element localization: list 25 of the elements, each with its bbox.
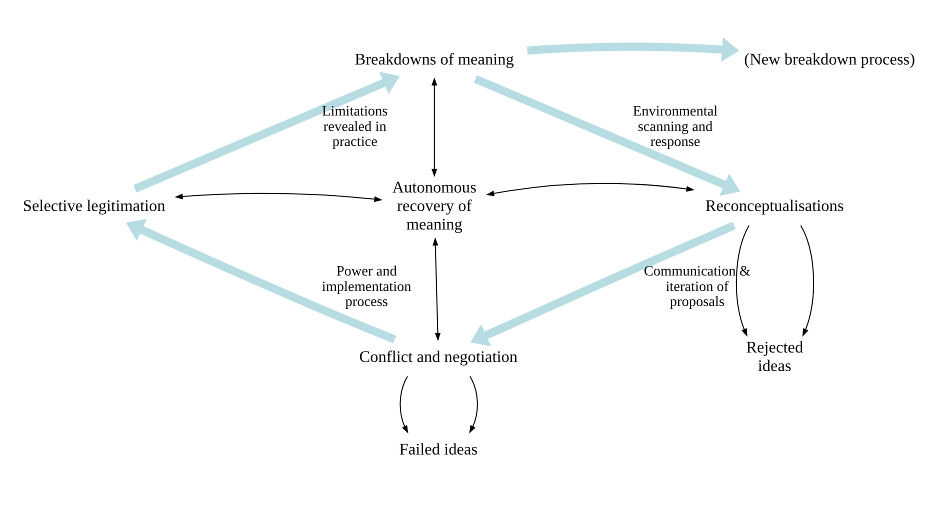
arrow <box>126 218 396 343</box>
arrow <box>470 221 736 346</box>
node-text: Reconceptualisations <box>705 195 844 214</box>
edge-label: Environmental scanning and response <box>632 103 718 150</box>
arrow <box>474 74 740 196</box>
node-text: Failed ideas <box>399 438 478 458</box>
node-text: Breakdowns of meaning <box>354 48 514 68</box>
edge-label: Limitations revealed in practice <box>322 103 388 150</box>
arrow <box>432 76 438 176</box>
node-text: Rejected ideas <box>746 337 804 374</box>
node-text: Selective legitimation <box>22 195 166 214</box>
edge-label: Communication & iteration of proposals <box>644 263 750 310</box>
arrow <box>736 224 750 336</box>
arrow <box>432 236 441 341</box>
node-text: Autonomous recovery of meaning <box>392 177 476 233</box>
arrow <box>133 71 400 192</box>
arrow <box>486 182 695 196</box>
arrow <box>400 376 408 434</box>
arrow <box>527 38 740 62</box>
arrow <box>800 224 814 336</box>
arrow <box>174 192 382 202</box>
edge-label: Power and implementation process <box>322 263 412 310</box>
arrow <box>469 376 478 433</box>
node-text: (New breakdown process) <box>744 48 916 68</box>
node-text: Conflict and negotiation <box>359 346 518 366</box>
